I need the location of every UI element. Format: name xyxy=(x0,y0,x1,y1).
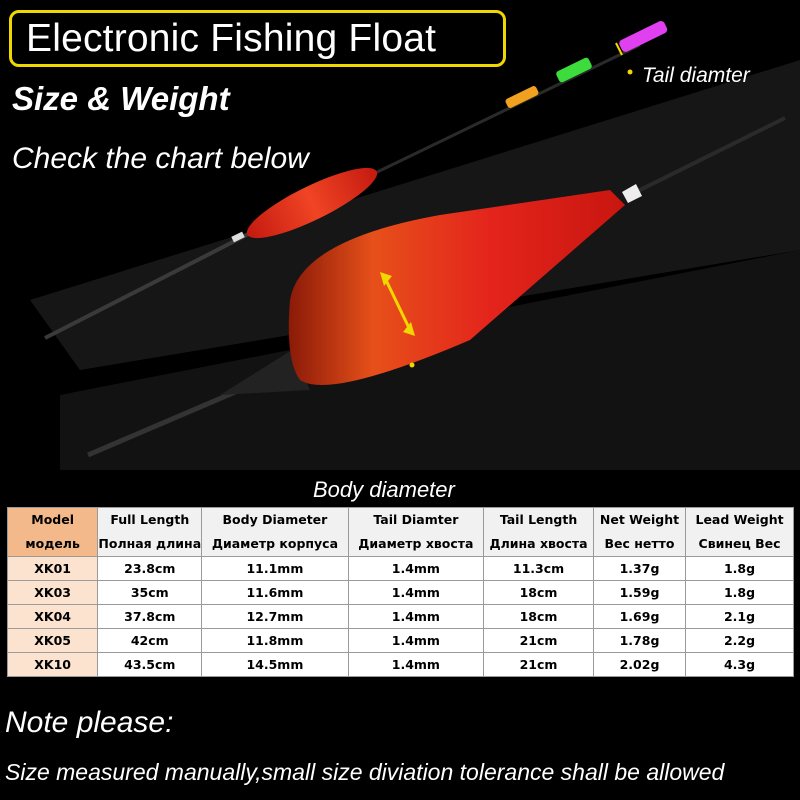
title-box: Electronic Fishing Float xyxy=(9,10,506,67)
cell-lead-weight: 2.1g xyxy=(685,604,794,629)
cell-tail-length: 21cm xyxy=(483,628,594,653)
note-title: Note please: xyxy=(5,706,174,739)
cell-full-length: 37.8cm xyxy=(97,604,203,629)
cell-tail-length: 18cm xyxy=(483,580,594,605)
cell-body-diameter: 12.7mm xyxy=(201,604,349,629)
cell-full-length: 43.5cm xyxy=(97,652,203,677)
cell-body-diameter: 14.5mm xyxy=(201,652,349,677)
cell-tail-length: 11.3cm xyxy=(483,556,594,581)
cell-tail-diameter: 1.4mm xyxy=(347,604,485,629)
large-float xyxy=(87,116,786,458)
body-diameter-label: Body diameter xyxy=(313,477,455,502)
magenta-light xyxy=(619,20,668,52)
cell-lead-weight: 2.2g xyxy=(685,628,794,653)
cell-tail-length: 18cm xyxy=(483,604,594,629)
cell-net-weight: 1.59g xyxy=(592,580,687,605)
cell-tail-diameter: 1.4mm xyxy=(347,580,485,605)
cell-tail-diameter: 1.4mm xyxy=(347,556,485,581)
cell-lead-weight: 1.8g xyxy=(685,580,794,605)
small-float xyxy=(44,20,668,340)
green-light xyxy=(556,57,592,83)
cell-body-diameter: 11.8mm xyxy=(201,628,349,653)
orange-light xyxy=(505,86,539,108)
cell-model: XK05 xyxy=(6,628,99,653)
cell-full-length: 42cm xyxy=(97,628,203,653)
note-text: Size measured manually,small size diviat… xyxy=(5,759,725,785)
cell-model: XK01 xyxy=(6,556,99,581)
cell-full-length: 35cm xyxy=(97,580,203,605)
table-row: XK05 42cm 11.8mm 1.4mm 21cm 1.78g 2.2g xyxy=(6,628,794,653)
tail-diameter-label: Tail diamter xyxy=(642,64,750,87)
cell-net-weight: 1.78g xyxy=(592,628,687,653)
subtitle: Size & Weight xyxy=(12,80,230,117)
table-row: XK10 43.5cm 14.5mm 1.4mm 21cm 2.02g 4.3g xyxy=(6,652,794,677)
cell-tail-diameter: 1.4mm xyxy=(347,628,485,653)
cell-model: XK03 xyxy=(6,580,99,605)
cell-tail-length: 21cm xyxy=(483,652,594,677)
cell-body-diameter: 11.1mm xyxy=(201,556,349,581)
table-row: XK04 37.8cm 12.7mm 1.4mm 18cm 1.69g 2.1g xyxy=(6,604,794,629)
cell-lead-weight: 4.3g xyxy=(685,652,794,677)
cell-net-weight: 1.69g xyxy=(592,604,687,629)
cell-tail-diameter: 1.4mm xyxy=(347,652,485,677)
cell-net-weight: 2.02g xyxy=(592,652,687,677)
cell-model: XK04 xyxy=(6,604,99,629)
cell-model: XK10 xyxy=(6,652,99,677)
table-row: XK01 23.8cm 11.1mm 1.4mm 11.3cm 1.37g 1.… xyxy=(6,556,794,581)
table-row: XK03 35cm 11.6mm 1.4mm 18cm 1.59g 1.8g xyxy=(6,580,794,605)
cell-body-diameter: 11.6mm xyxy=(201,580,349,605)
cell-lead-weight: 1.8g xyxy=(685,556,794,581)
cell-net-weight: 1.37g xyxy=(592,556,687,581)
page-title: Electronic Fishing Float xyxy=(26,16,437,60)
instruction-text: Check the chart below xyxy=(12,142,309,175)
cell-full-length: 23.8cm xyxy=(97,556,203,581)
